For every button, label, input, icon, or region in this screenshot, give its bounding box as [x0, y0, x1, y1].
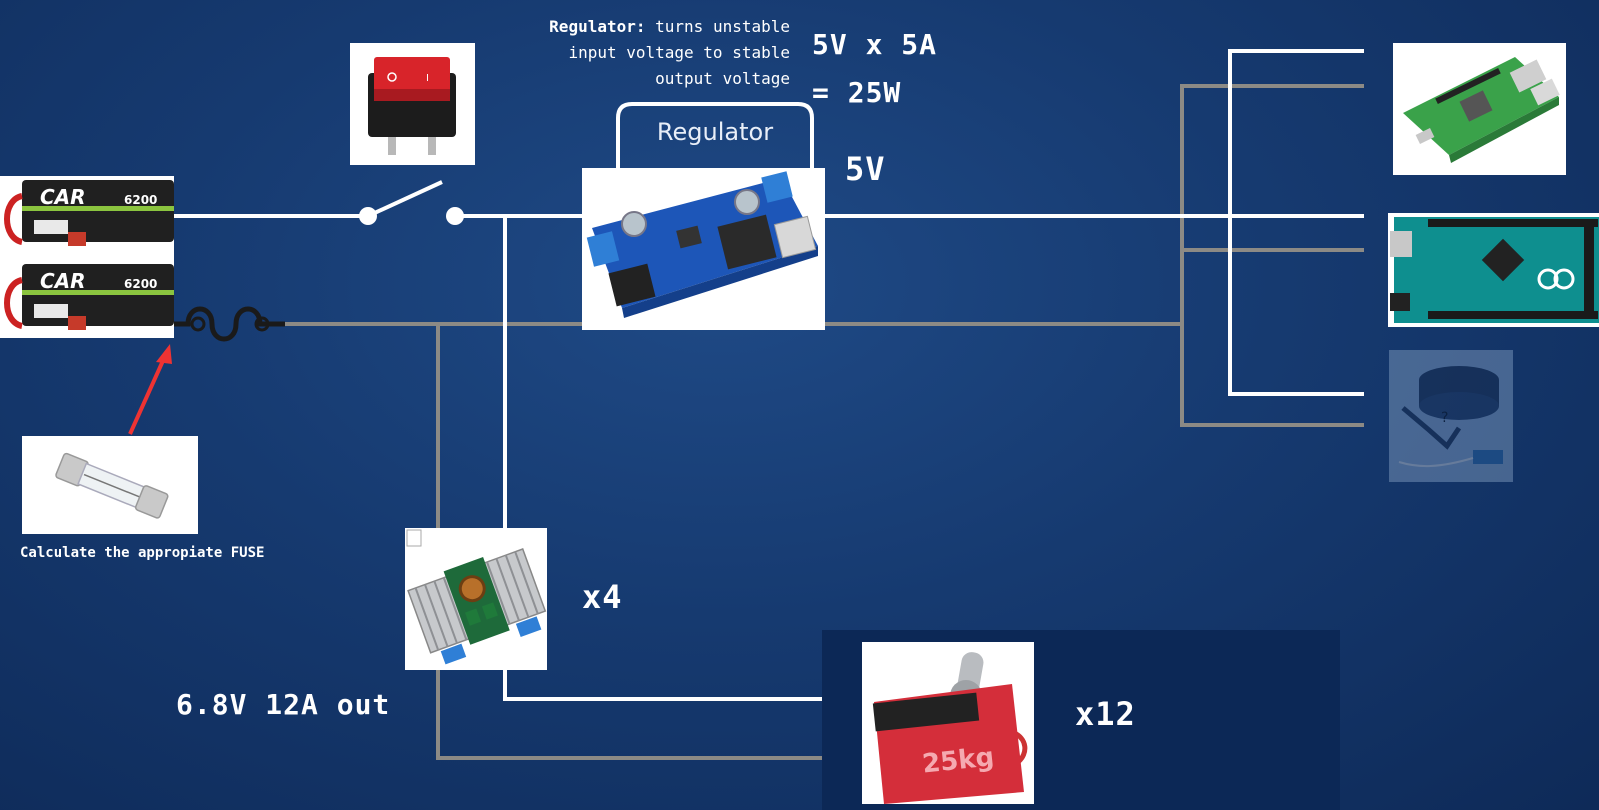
fuse-arrowhead [156, 344, 172, 364]
converter-output-label: 6.8V 12A out [176, 688, 391, 721]
servo-count: x12 [1075, 695, 1136, 733]
svg-text:6200: 6200 [124, 277, 157, 291]
lidar-sensor-image: ? [1389, 350, 1513, 482]
regulator-box-outline [616, 102, 814, 168]
rocker-switch-icon: I [368, 57, 456, 155]
svg-text:?: ? [1441, 410, 1448, 426]
ground-converter-wire [436, 324, 822, 760]
arduino-board-icon [1390, 217, 1599, 323]
power-calc-line2: = 25W [812, 76, 902, 109]
servo-image: 25kg [862, 642, 1034, 804]
svg-text:I: I [426, 73, 429, 84]
fuse-arrow [128, 353, 168, 435]
regulator-note-line2: input voltage to stable [568, 43, 790, 62]
svg-text:25kg: 25kg [921, 742, 996, 779]
regulator-board-image [582, 168, 825, 330]
positive-wires [172, 49, 1364, 701]
switch-contact-left [359, 207, 377, 225]
regulator-output-voltage: 5V [845, 150, 886, 188]
5v-bus-wire [1228, 49, 1364, 396]
glass-fuse-icon [55, 452, 169, 519]
ground-lidar-wire [1180, 324, 1364, 427]
regulator-note-line1: turns unstable [655, 17, 790, 36]
regulator-note-line3: output voltage [655, 69, 790, 88]
svg-text:CAR: CAR [40, 269, 86, 293]
converter-count: x4 [582, 578, 623, 616]
glass-fuse-image [22, 436, 198, 534]
switch-contact-right [446, 207, 464, 225]
raspberry-pi-board-icon [1403, 57, 1560, 163]
ground-bus-wire [1180, 84, 1364, 324]
fuse-caption: Calculate the appropiate FUSE [20, 545, 265, 561]
fuse-symbol [172, 306, 285, 342]
buck-converter-board-icon [586, 171, 818, 318]
arduino-mega-image [1388, 213, 1599, 327]
regulator-box-label: Regulator [656, 118, 774, 146]
lidar-icon: ? [1398, 366, 1503, 468]
svg-text:6200: 6200 [124, 193, 157, 207]
servo-icon: 25kg [872, 652, 1028, 804]
servo-feed-wire [503, 660, 822, 701]
regulator-note: Regulator: turns unstable input voltage … [470, 14, 790, 92]
step-down-converter-image [405, 528, 547, 670]
regulator-note-title: Regulator: [549, 17, 646, 36]
raspberry-pi-image [1393, 43, 1566, 175]
svg-text:CAR: CAR [40, 185, 86, 209]
lipo-battery-icon: CAR 6200 CAR 6200 [4, 180, 174, 330]
power-calc-line1: 5V x 5A [812, 28, 938, 61]
switch-lever [367, 180, 443, 218]
rocker-switch-image: I [350, 43, 475, 165]
battery-pack-image: CAR 6200 CAR 6200 [0, 176, 174, 338]
heatsink-converter-icon [406, 529, 547, 665]
